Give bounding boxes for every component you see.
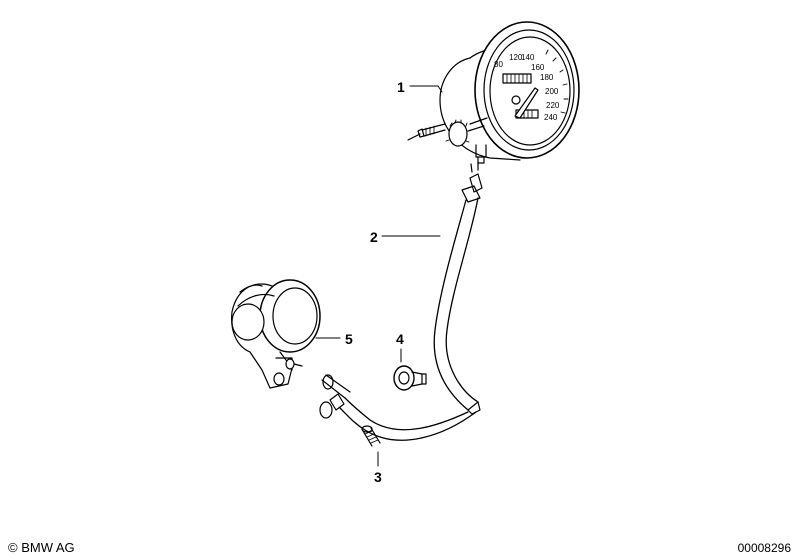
diagram-id-label: 00008296 bbox=[737, 541, 791, 555]
screw-part bbox=[361, 425, 381, 467]
dial-number: 240 bbox=[544, 113, 558, 122]
speedometer-shaft-part bbox=[339, 161, 483, 441]
copyright-label: © BMW AG bbox=[8, 540, 75, 555]
callout-3: 3 bbox=[374, 469, 382, 485]
dial-number: 80 bbox=[494, 60, 503, 69]
callout-1: 1 bbox=[397, 79, 405, 95]
callout-2: 2 bbox=[370, 229, 378, 245]
dial-number: 140 bbox=[521, 53, 535, 62]
speedometer-drive-part bbox=[231, 279, 351, 419]
speedometer-part: 80 120 140 160 180 200 220 240 bbox=[407, 21, 580, 164]
callout-5: 5 bbox=[345, 331, 353, 347]
dial-number: 120 bbox=[509, 53, 523, 62]
dial-number: 220 bbox=[546, 101, 560, 110]
dial-number: 180 bbox=[540, 73, 554, 82]
dial-number: 200 bbox=[545, 87, 559, 96]
dial-number: 160 bbox=[531, 63, 545, 72]
grommet-part bbox=[393, 348, 427, 391]
callout-4: 4 bbox=[396, 331, 404, 347]
